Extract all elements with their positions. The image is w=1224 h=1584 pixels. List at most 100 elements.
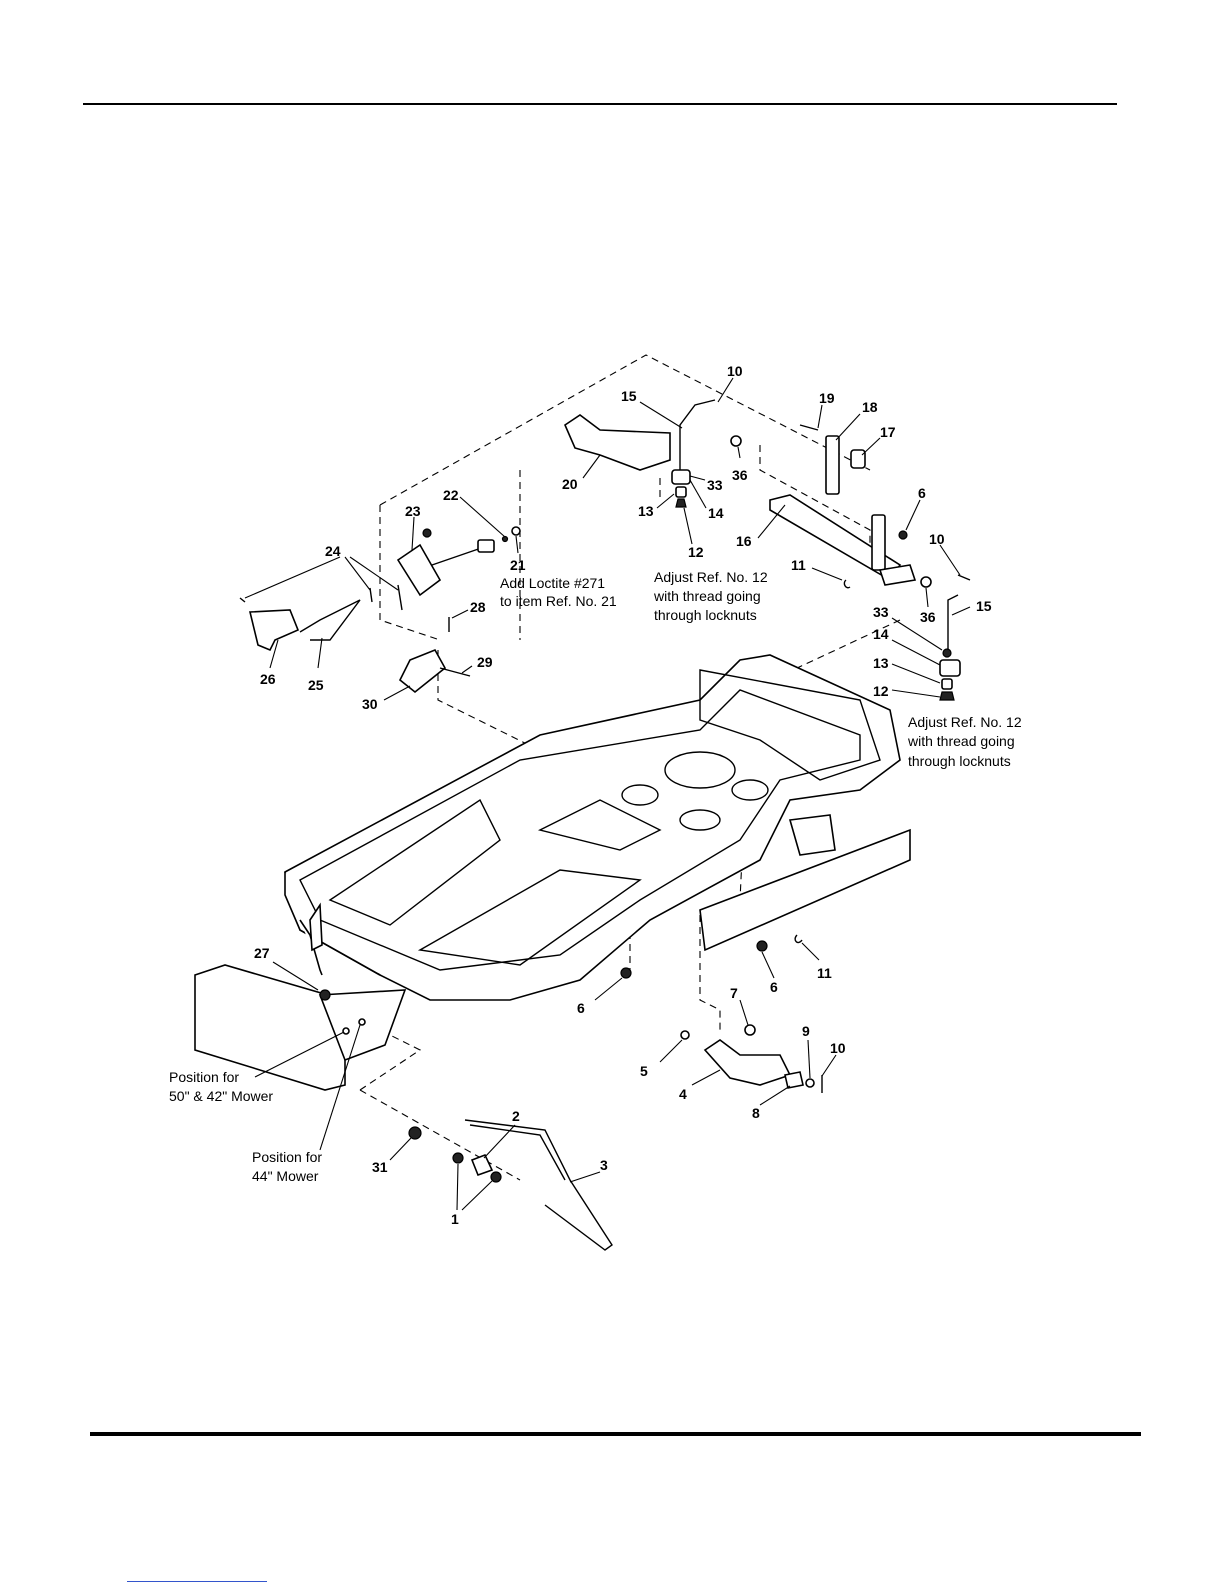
callout-28: 28 xyxy=(470,599,486,615)
link-rod-25 xyxy=(299,599,361,641)
frame-tab xyxy=(309,902,323,952)
drawbar-parts xyxy=(408,1119,613,1251)
washer-36-right xyxy=(920,576,932,588)
callout-10: 10 xyxy=(830,1040,846,1056)
lift-arm-shaft xyxy=(871,514,886,571)
clip-11-lower xyxy=(794,934,803,944)
nut-6-center xyxy=(620,967,632,979)
note-adjust-right-line2: with thread going xyxy=(907,733,1015,749)
clip-2 xyxy=(470,1153,494,1177)
lift-link-20 xyxy=(563,414,671,471)
callout-numbers: 10 15 19 18 17 36 33 20 1 3 14 12 6 16 10… xyxy=(254,363,992,1227)
callout-25: 25 xyxy=(308,677,324,693)
pin-24-mid xyxy=(397,584,403,611)
note-position-50-line2: 50" & 42" Mower xyxy=(169,1088,273,1104)
note-position-44-line2: 44" Mower xyxy=(252,1168,319,1184)
callout-1: 1 xyxy=(451,1211,459,1227)
pin-24-right xyxy=(369,587,373,603)
callout-17: 17 xyxy=(880,424,896,440)
bolt-5 xyxy=(680,1030,690,1040)
callout-12: 12 xyxy=(688,544,704,560)
callout-27: 27 xyxy=(254,945,270,961)
pin-24-left xyxy=(239,597,246,603)
pedal-bracket-26 xyxy=(248,609,300,652)
callout-15: 15 xyxy=(976,598,992,614)
callout-15: 15 xyxy=(621,388,637,404)
footer-link-underline xyxy=(127,1581,267,1582)
callout-21: 21 xyxy=(510,557,526,573)
callout-2: 2 xyxy=(512,1108,520,1124)
nut-6-upper xyxy=(898,530,908,540)
callout-31: 31 xyxy=(372,1159,388,1175)
note-loctite-line2: to item Ref. No. 21 xyxy=(500,593,617,609)
lift-rod-15-right xyxy=(947,594,959,655)
spacer-13-left xyxy=(675,486,687,498)
shaft-collar xyxy=(878,564,917,586)
callout-20: 20 xyxy=(562,476,578,492)
callout-10: 10 xyxy=(727,363,743,379)
nut-12-right xyxy=(939,691,955,701)
callout-16: 16 xyxy=(736,533,752,549)
note-adjust-top-line1: Adjust Ref. No. 12 xyxy=(654,569,768,585)
trunnion-14-right xyxy=(939,659,961,677)
actuator-bracket-30 xyxy=(398,648,447,694)
callout-6: 6 xyxy=(770,979,778,995)
callout-22: 22 xyxy=(443,487,459,503)
actuator-clevis xyxy=(477,539,495,553)
callout-3: 3 xyxy=(600,1157,608,1173)
header-rule xyxy=(83,103,1117,105)
callout-5: 5 xyxy=(640,1063,648,1079)
nut-31 xyxy=(408,1126,422,1140)
drawbar-3 xyxy=(464,1119,613,1251)
front-bracket-27-body xyxy=(194,964,346,1091)
washer-36-left xyxy=(730,435,742,447)
lower-bracket-parts xyxy=(620,934,823,1093)
trunnion-14-left xyxy=(671,469,691,485)
note-adjust-right-line1: Adjust Ref. No. 12 xyxy=(908,714,1022,730)
callout-19: 19 xyxy=(819,390,835,406)
nut-27 xyxy=(319,989,331,1001)
upper-link-parts xyxy=(563,399,971,701)
clip-11-upper xyxy=(843,579,851,589)
pin-29 xyxy=(439,667,471,677)
spacer-13-right xyxy=(941,678,953,690)
nut-21 xyxy=(511,526,521,536)
leader-lines xyxy=(244,377,971,1211)
bushing-8 xyxy=(784,1071,804,1089)
locknut-33-right xyxy=(942,648,952,658)
actuator-motor-23 xyxy=(396,543,442,597)
note-adjust-right-line3: through locknuts xyxy=(908,753,1011,769)
callout-11: 11 xyxy=(791,557,806,573)
callout-4: 4 xyxy=(679,1086,687,1102)
washer-22 xyxy=(501,535,509,543)
nut-7 xyxy=(744,1024,756,1036)
callout-33: 33 xyxy=(873,604,889,620)
callout-14: 14 xyxy=(873,626,889,642)
callout-6: 6 xyxy=(577,1000,585,1016)
callout-11: 11 xyxy=(817,965,832,981)
nut-6-lower xyxy=(756,940,768,952)
hole-50-42 xyxy=(342,1027,350,1035)
callout-29: 29 xyxy=(477,654,493,670)
callout-24: 24 xyxy=(325,543,341,559)
nut-1-a xyxy=(452,1152,464,1164)
callout-36: 36 xyxy=(732,467,748,483)
note-adjust-top-line3: through locknuts xyxy=(654,607,757,623)
callout-6: 6 xyxy=(918,485,926,501)
callout-8: 8 xyxy=(752,1105,760,1121)
callout-26: 26 xyxy=(260,671,276,687)
callout-33: 33 xyxy=(707,477,723,493)
callout-9: 9 xyxy=(802,1023,810,1039)
lift-rod-15-left xyxy=(679,399,716,478)
actuator-parts xyxy=(239,526,521,694)
note-position-44-line1: Position for xyxy=(252,1149,322,1165)
callout-23: 23 xyxy=(405,503,421,519)
frame-chassis xyxy=(284,654,911,1001)
callout-14: 14 xyxy=(708,505,724,521)
callout-18: 18 xyxy=(862,399,878,415)
nut-12-left xyxy=(675,498,687,508)
hole-44 xyxy=(358,1018,366,1026)
note-adjust-top-line2: with thread going xyxy=(653,588,761,604)
washer-9 xyxy=(805,1078,815,1088)
